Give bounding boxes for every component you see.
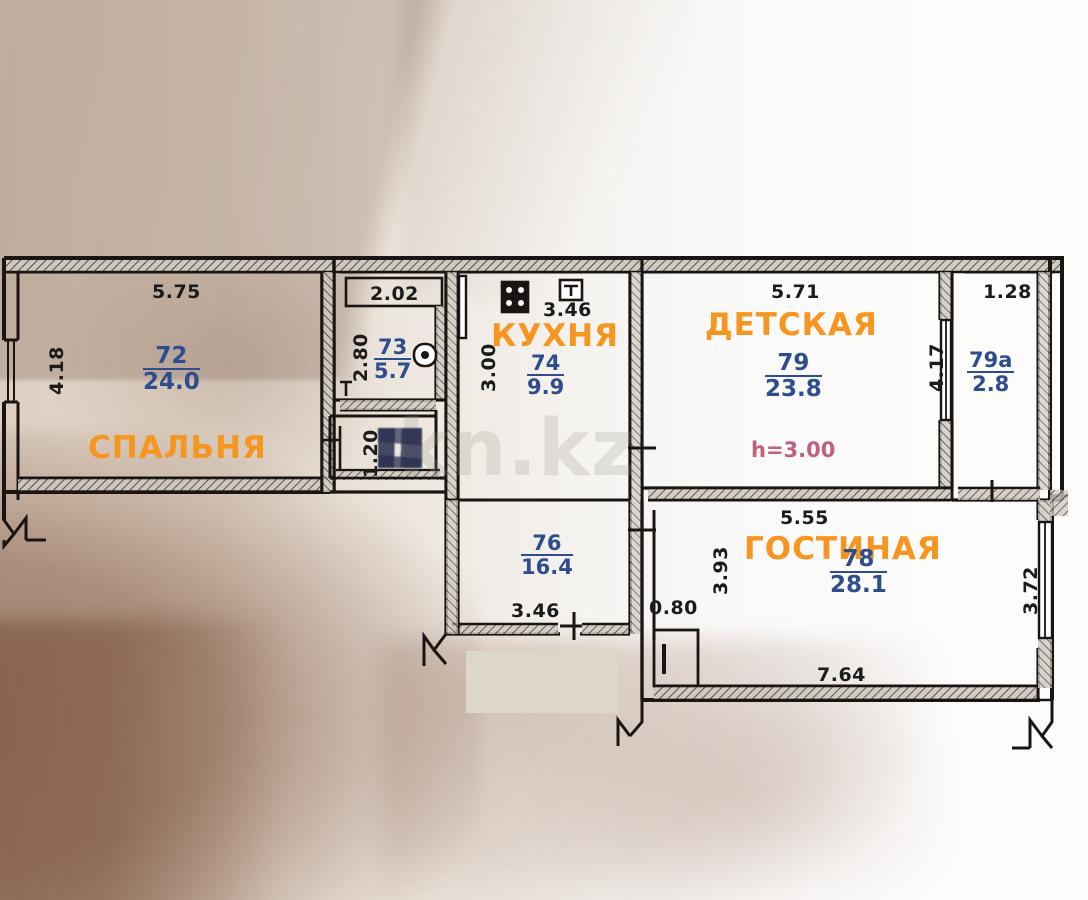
- shadow-upper-left: [0, 0, 640, 380]
- dimension-bath-left: 2.80: [350, 333, 372, 382]
- shadow-top: [400, 0, 700, 300]
- redacted-block: [466, 651, 618, 713]
- dimension-living-left-small: 0.80: [649, 597, 698, 619]
- room-label-gostinaya: ГОСТИНАЯ: [744, 531, 942, 567]
- dimension-living-right: 3.72: [1020, 566, 1042, 615]
- dimension-bedroom-left: 4.18: [46, 346, 68, 395]
- room-number-72: 72 24.0: [143, 343, 200, 396]
- room-number-74: 74 9.9: [527, 351, 565, 400]
- dimension-living-bottom: 7.64: [817, 664, 866, 686]
- room-number-79: 79 23.8: [765, 350, 822, 403]
- shadow-bottom-left-2: [0, 620, 360, 900]
- dimension-corridor-bottom: 3.46: [511, 600, 560, 622]
- dimension-kids-right: 4.17: [926, 343, 948, 392]
- ceiling-height-note: h=3.00: [751, 438, 836, 462]
- room-label-spalnya: СПАЛЬНЯ: [88, 430, 267, 466]
- dimension-kids-top: 5.71: [771, 281, 820, 303]
- dimension-bath-top: 2.02: [370, 283, 419, 305]
- shadow-bottom-curve-2: [520, 700, 940, 900]
- room-number-76: 76 16.4: [521, 531, 573, 580]
- room-label-detskaya: ДЕТСКАЯ: [705, 307, 878, 343]
- room-number-78: 78 28.1: [830, 546, 887, 599]
- dimension-bedroom-top: 5.75: [152, 281, 201, 303]
- dimension-balcony-top: 1.28: [983, 281, 1032, 303]
- dimension-living-left: 3.93: [710, 546, 732, 595]
- dimension-living-top: 5.55: [780, 507, 829, 529]
- dimension-kitchen-top: 3.46: [543, 299, 592, 321]
- room-number-73: 73 5.7: [374, 335, 412, 384]
- room-label-kuhnya: КУХНЯ: [491, 318, 619, 354]
- illegible-room-label-75: [378, 428, 422, 468]
- room-number-79a: 79а 2.8: [967, 348, 1015, 397]
